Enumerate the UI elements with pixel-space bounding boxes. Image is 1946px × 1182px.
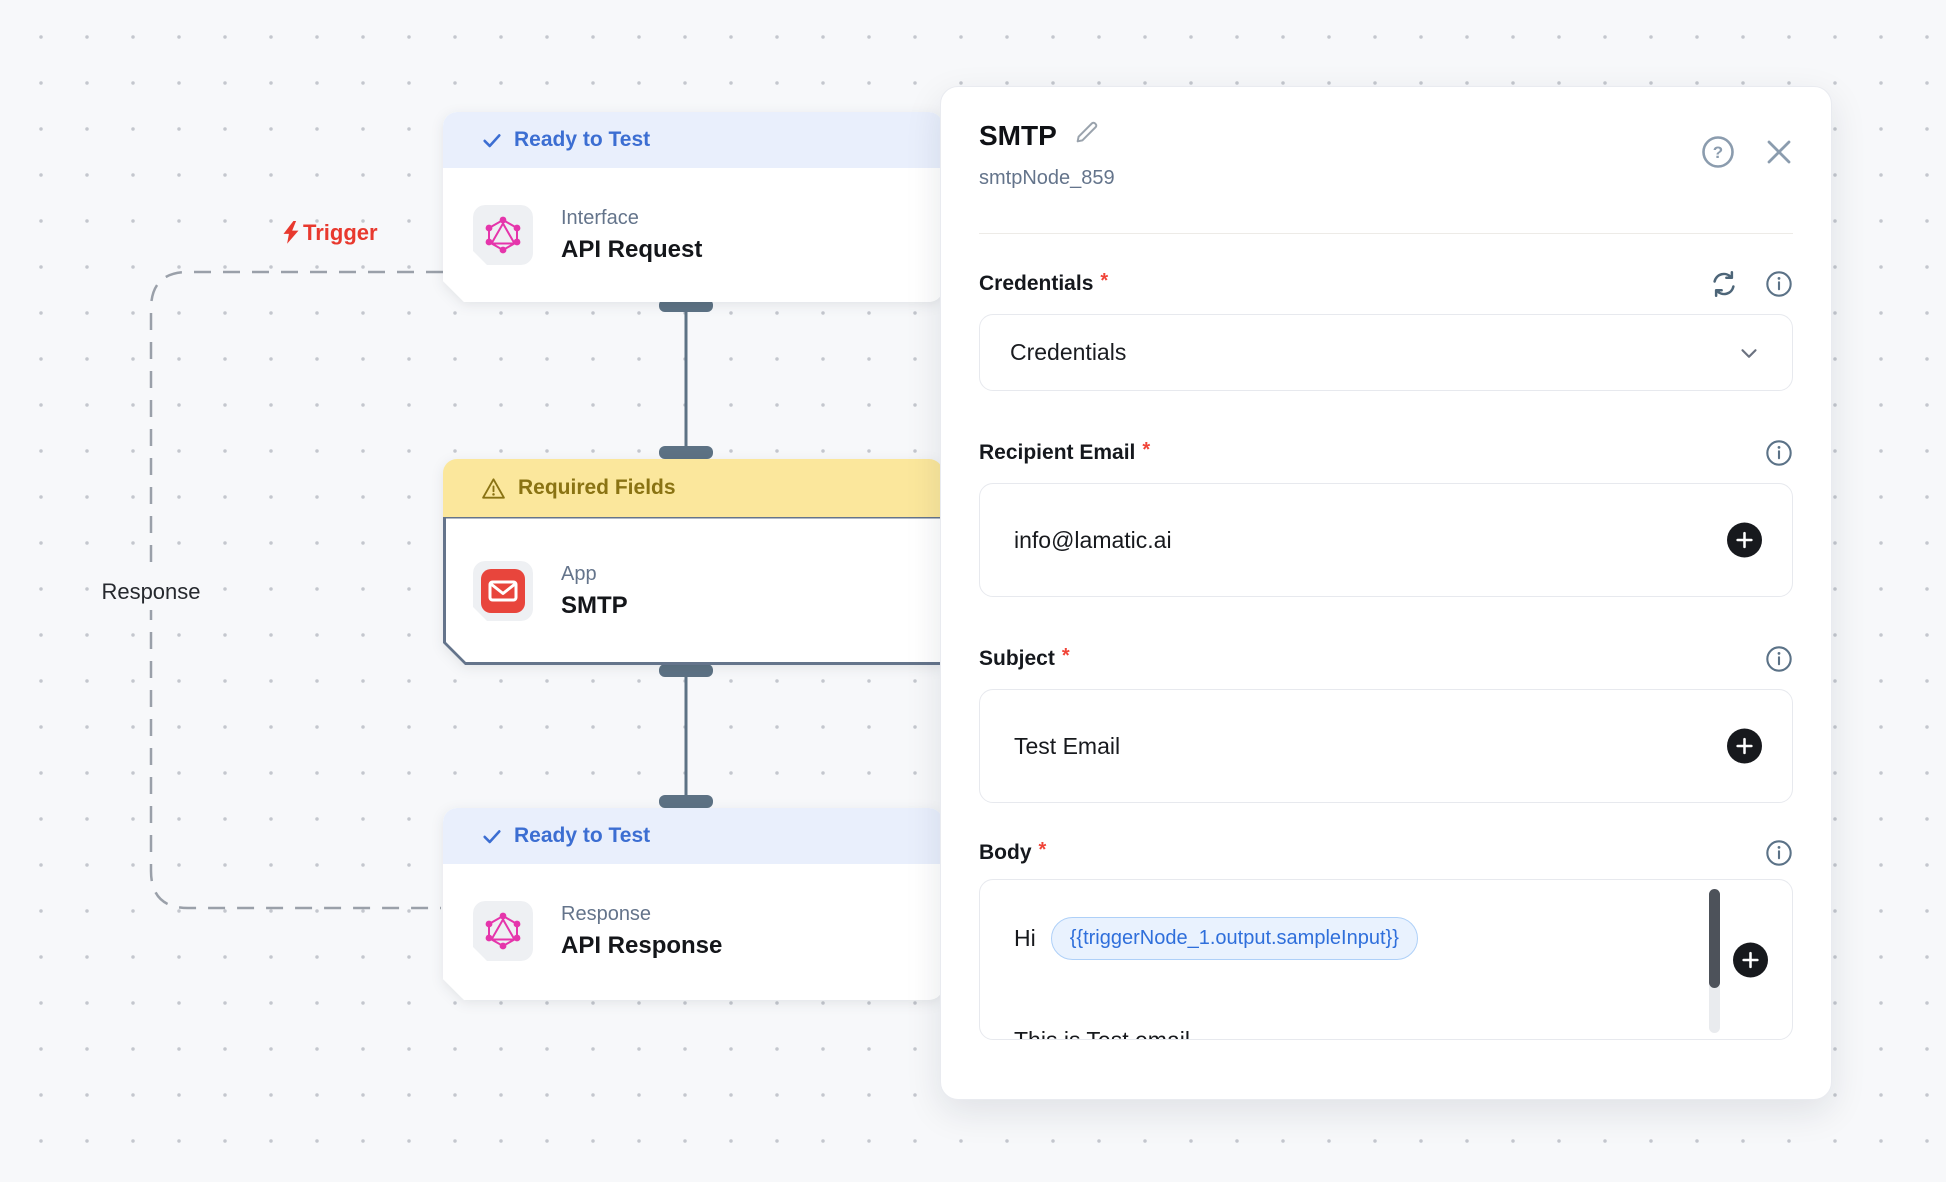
close-button[interactable] xyxy=(1765,138,1793,166)
insert-variable-button[interactable] xyxy=(1727,522,1762,558)
body-label: Body xyxy=(979,841,1032,864)
trigger-edge-text: Trigger xyxy=(303,220,378,245)
node-title: SMTP xyxy=(561,591,628,619)
info-icon xyxy=(1766,271,1792,297)
node-api-request[interactable]: Ready to Test Interface API Request xyxy=(443,112,943,302)
lightning-icon xyxy=(283,221,299,244)
node-category: App xyxy=(561,562,597,585)
graphql-icon xyxy=(473,901,533,961)
credentials-selected-value: Credentials xyxy=(1010,339,1127,365)
node-status-text: Ready to Test xyxy=(514,128,651,151)
field-body: Body * Hi {{triggerNode_1.output.sampleI… xyxy=(979,839,1793,1040)
recipient-email-value: info@lamatic.ai xyxy=(1014,526,1172,553)
node-status-text: Required Fields xyxy=(518,476,676,499)
template-variable-chip[interactable]: {{triggerNode_1.output.sampleInput}} xyxy=(1050,917,1418,960)
header-divider xyxy=(979,233,1793,234)
close-icon xyxy=(1767,140,1791,164)
credentials-info-button[interactable] xyxy=(1765,270,1793,298)
subject-info-button[interactable] xyxy=(1765,645,1793,673)
body-textarea[interactable]: Hi {{triggerNode_1.output.sampleInput}} … xyxy=(979,879,1793,1040)
info-icon xyxy=(1766,646,1792,672)
required-marker: * xyxy=(1061,644,1070,667)
node-id: smtpNode_859 xyxy=(979,167,1115,189)
insert-variable-button[interactable] xyxy=(1727,728,1762,764)
field-subject: Subject * Test Email xyxy=(979,645,1793,803)
node-category: Response xyxy=(561,902,652,925)
subject-value: Test Email xyxy=(1014,732,1121,759)
node-status-badge-warning: Required Fields xyxy=(443,459,943,517)
info-icon xyxy=(1766,440,1792,466)
node-title: API Response xyxy=(561,931,723,959)
check-icon xyxy=(481,825,503,847)
body-text-prefix: Hi xyxy=(1014,925,1036,951)
help-icon: ? xyxy=(1702,136,1734,168)
required-marker: * xyxy=(1142,438,1151,461)
info-icon xyxy=(1766,840,1792,866)
field-recipient-email: Recipient Email * info@lamatic.ai xyxy=(979,439,1793,597)
trigger-edge-label: Trigger xyxy=(281,220,378,246)
field-credentials: Credentials * xyxy=(979,270,1793,391)
subject-label: Subject xyxy=(979,647,1055,670)
connector-handle[interactable] xyxy=(659,795,713,808)
node-config-panel: SMTP ? smtpNode_859 Cred xyxy=(940,86,1832,1100)
node-status-badge-ready: Ready to Test xyxy=(443,112,943,168)
node-smtp[interactable]: Required Fields App SMTP xyxy=(443,459,943,665)
refresh-credentials-button[interactable] xyxy=(1709,269,1739,299)
body-scrollbar-thumb[interactable] xyxy=(1709,889,1720,988)
refresh-icon xyxy=(1713,270,1735,297)
panel-title: SMTP xyxy=(979,120,1057,151)
node-title: API Request xyxy=(561,235,703,263)
body-scrollbar[interactable] xyxy=(1709,889,1720,1033)
pencil-icon xyxy=(1076,121,1098,142)
edit-title-button[interactable] xyxy=(1073,118,1101,149)
node-status-text: Ready to Test xyxy=(514,824,651,847)
credentials-select[interactable]: Credentials xyxy=(979,314,1793,391)
insert-variable-button[interactable] xyxy=(1733,942,1768,977)
plus-icon xyxy=(1736,531,1753,549)
connector-handle[interactable] xyxy=(659,446,713,459)
credentials-label: Credentials xyxy=(979,272,1094,295)
required-marker: * xyxy=(1100,269,1109,292)
body-info-button[interactable] xyxy=(1765,839,1793,867)
check-icon xyxy=(481,129,503,151)
response-edge-text: Response xyxy=(101,579,201,604)
plus-icon xyxy=(1742,951,1759,968)
plus-icon xyxy=(1736,737,1753,755)
graphql-icon xyxy=(473,205,533,265)
subject-input[interactable]: Test Email xyxy=(979,689,1793,803)
mail-icon xyxy=(473,561,533,621)
node-category: Interface xyxy=(561,206,639,229)
recipient-email-info-button[interactable] xyxy=(1765,439,1793,467)
connector-handle[interactable] xyxy=(659,299,713,312)
node-api-response[interactable]: Ready to Test Response API Response xyxy=(443,808,943,1000)
connector-handle[interactable] xyxy=(659,664,713,677)
required-marker: * xyxy=(1038,838,1047,861)
node-status-badge-ready: Ready to Test xyxy=(443,808,943,864)
warning-icon xyxy=(482,477,505,499)
response-edge-label: Response xyxy=(95,574,207,610)
svg-text:?: ? xyxy=(1713,143,1723,162)
recipient-email-label: Recipient Email xyxy=(979,441,1136,464)
help-button[interactable]: ? xyxy=(1701,135,1735,169)
body-overflow-text: This is Test email xyxy=(1014,1027,1190,1040)
recipient-email-input[interactable]: info@lamatic.ai xyxy=(979,483,1793,597)
chevron-down-icon xyxy=(1741,348,1757,358)
